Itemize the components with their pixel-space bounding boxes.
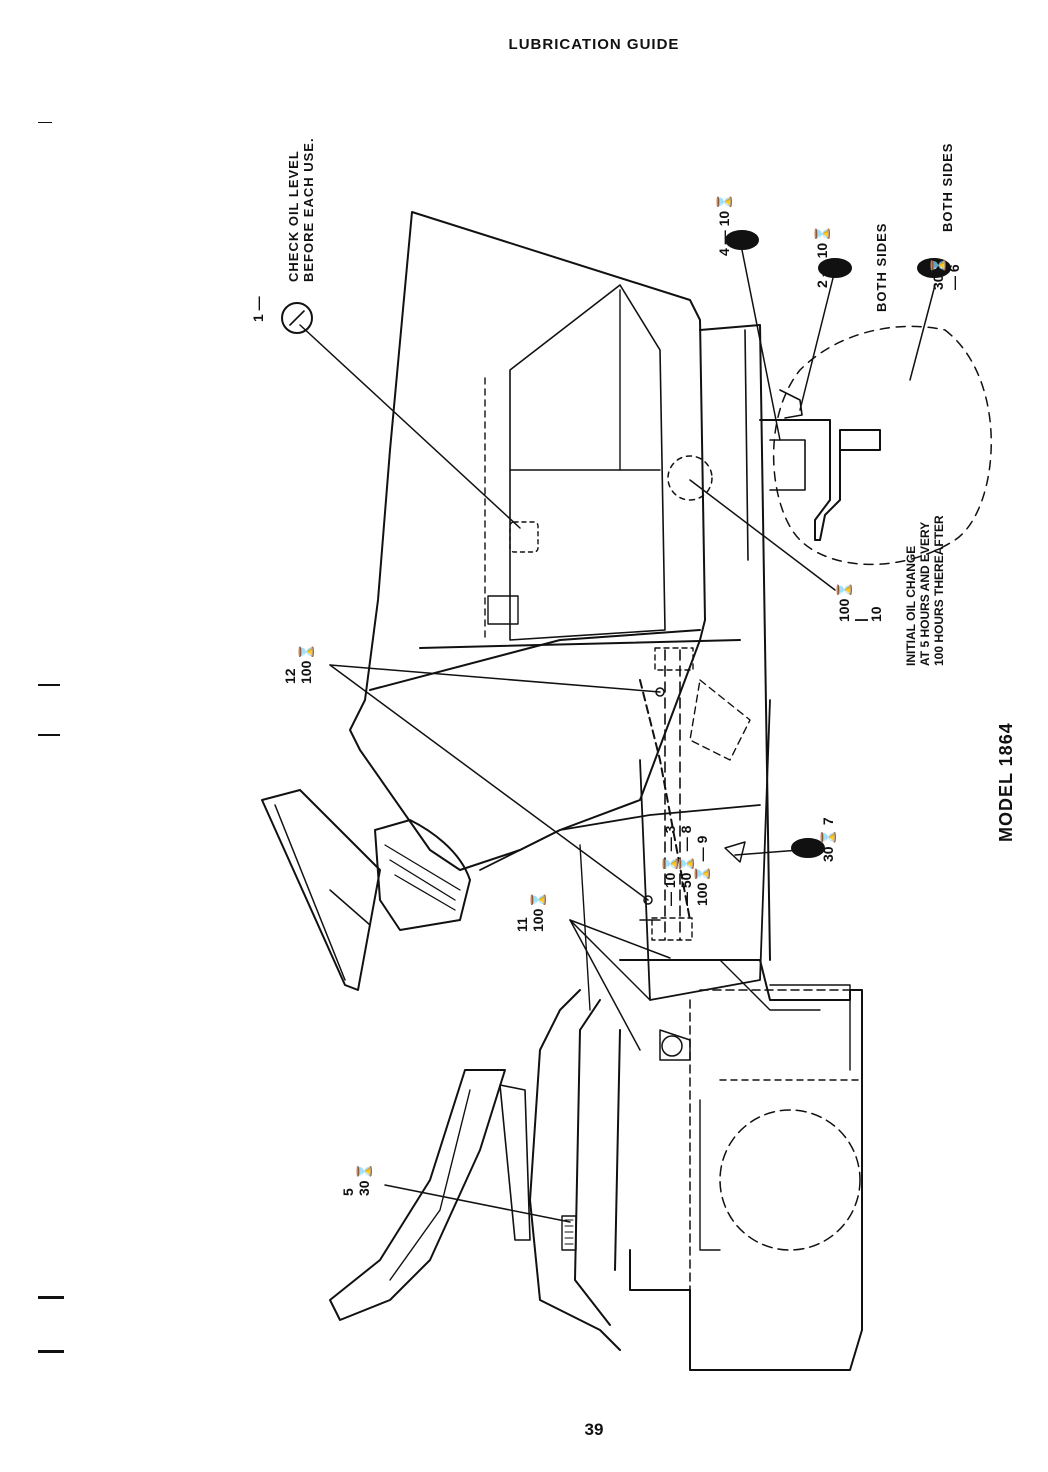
callout-1: 1 — bbox=[250, 296, 266, 322]
callout-6: 30⌛ — 6 bbox=[930, 257, 962, 290]
callout-2: 2 — 10⌛ bbox=[814, 225, 830, 288]
hood-outline bbox=[350, 212, 705, 870]
callout-4: 4 — 10⌛ bbox=[716, 193, 732, 256]
callout-12: 12 100⌛ bbox=[282, 643, 314, 684]
dipstick-icon bbox=[282, 303, 312, 333]
callout-10: 100⌛ | 10 bbox=[836, 581, 884, 622]
callout-5: 5 30⌛ bbox=[340, 1163, 372, 1196]
dashboard-outline bbox=[420, 325, 770, 960]
engine-transmission bbox=[620, 960, 862, 1370]
frame-and-driveshaft bbox=[480, 648, 770, 1010]
callout-7: 30⌛ 7 bbox=[820, 817, 836, 862]
model-label: MODEL 1864 bbox=[998, 722, 1014, 842]
both-sides-note: BOTH SIDES bbox=[940, 143, 955, 232]
callout-3-8-9: — 10⌛ — 3 — 50⌛ — 8 100⌛ — 9 bbox=[662, 826, 710, 906]
callout-11: 11 100⌛ bbox=[514, 891, 546, 932]
page-number: 39 bbox=[0, 1420, 1048, 1440]
check-oil-note: CHECK OIL LEVEL BEFORE EACH USE. bbox=[286, 137, 316, 282]
steering-column bbox=[262, 790, 470, 990]
rear-body bbox=[330, 990, 620, 1350]
oil-change-note: INITIAL OIL CHANGE AT 5 HOURS AND EVERY … bbox=[904, 515, 946, 666]
both-sides-note: BOTH SIDES bbox=[874, 223, 889, 312]
fitting-marks bbox=[562, 688, 745, 1250]
